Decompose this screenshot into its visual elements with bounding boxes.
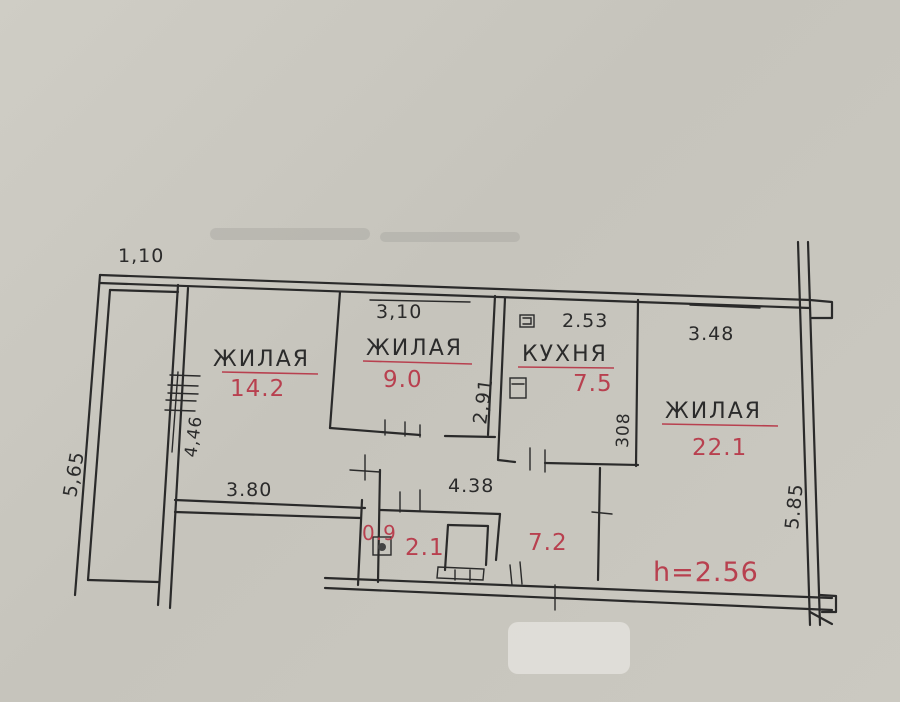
dim-room2-depth: 2,91 [469, 377, 497, 426]
dim-room1-depth: 4,46 [181, 414, 207, 458]
room-area-living-1: 14.2 [230, 376, 285, 402]
room-label-kitchen: КУХНЯ [522, 342, 608, 367]
dim-room4-depth: 5.85 [781, 482, 808, 530]
dim-balcony-width: 1,10 [118, 245, 164, 267]
stove-icon-mark [522, 317, 532, 325]
room-area-kitchen: 7.5 [573, 371, 613, 397]
dim-kitchen-depth: 308 [613, 412, 634, 448]
ceiling-height: h=2.56 [653, 557, 759, 588]
room-area-living-2: 9.0 [383, 367, 423, 393]
outer-walls [73, 240, 838, 627]
interior-walls [173, 290, 640, 587]
dim-room1-width: 3.80 [226, 479, 272, 501]
toilet-bowl-icon [378, 543, 386, 551]
blurred-stamp [508, 622, 630, 674]
room-area-living-3: 22.1 [692, 435, 747, 461]
stove-icon [519, 314, 535, 328]
door-ticks [164, 299, 761, 611]
dim-room4-width: 3.48 [688, 323, 734, 345]
area-hall: 7.2 [528, 530, 568, 556]
dim-hall-width: 4.38 [448, 475, 494, 497]
paper-smudge [210, 228, 520, 242]
area-bathroom: 0.9 [362, 521, 397, 545]
window-marks [171, 371, 179, 453]
room-label-living-3: ЖИЛАЯ [665, 399, 762, 424]
area-underlines [221, 360, 779, 427]
room-label-living-2: ЖИЛАЯ [366, 336, 463, 361]
area-toilet: 2.1 [405, 535, 445, 561]
dim-room2-width: 3,10 [376, 301, 422, 323]
dim-total-depth-left: 5,65 [59, 449, 89, 498]
dim-kitchen-width: 2.53 [562, 310, 608, 332]
room-label-living-1: ЖИЛАЯ [213, 347, 310, 372]
sink-icon [509, 377, 527, 399]
toilet-icon [372, 536, 392, 556]
